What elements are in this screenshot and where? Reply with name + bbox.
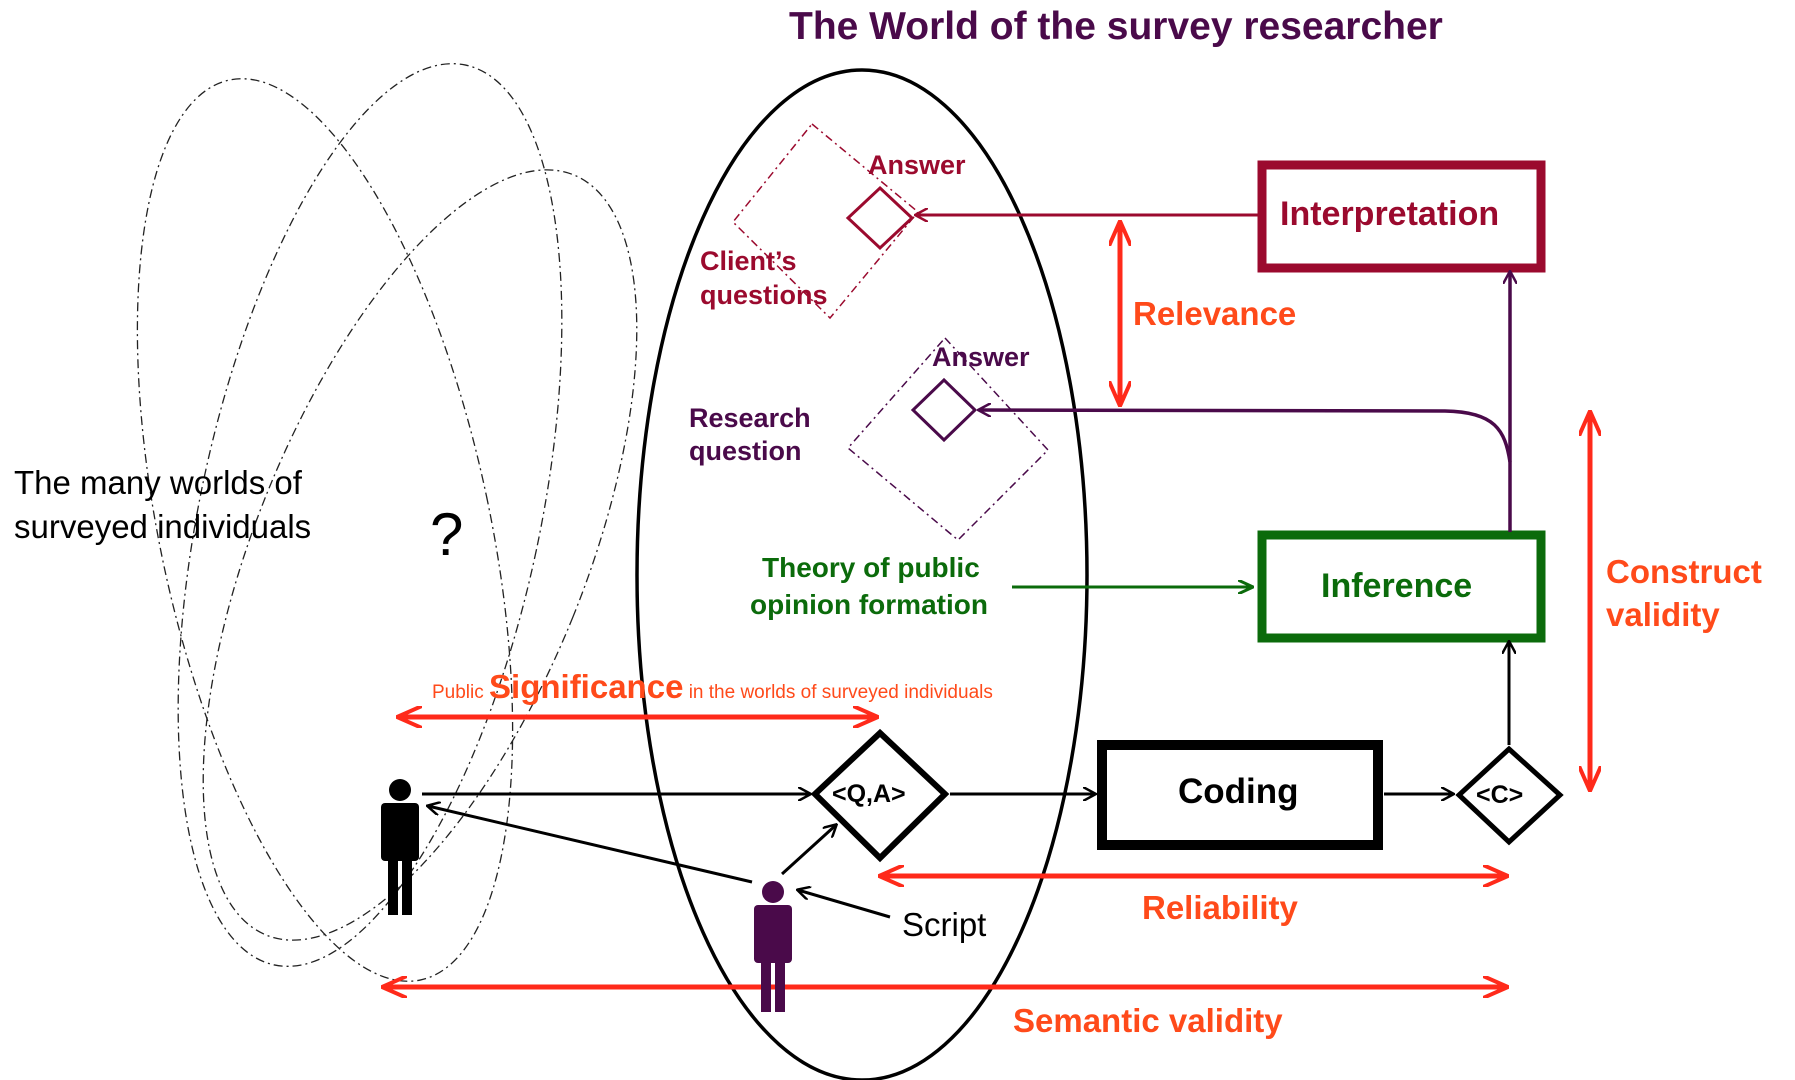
person-icon: [381, 779, 419, 915]
semantic-validity-label: Semantic validity: [1013, 1002, 1283, 1039]
coding-label: Coding: [1178, 772, 1299, 811]
theory-label-line2: opinion formation: [750, 589, 988, 620]
inference-box: [1257, 530, 1546, 643]
significance-main: Significance: [489, 668, 684, 705]
researcher-world-ellipse: [635, 68, 1089, 1080]
c-node-label: <C>: [1476, 781, 1524, 809]
world-ellipse-2: [177, 63, 563, 967]
many-worlds-label-line2: surveyed individuals: [14, 508, 312, 545]
interviewer-icon: [754, 881, 792, 1012]
clients-questions-label-line2: questions: [700, 280, 828, 310]
interviewer-to-qa-arrow: [780, 825, 836, 876]
construct-validity-label-line2: validity: [1606, 596, 1720, 633]
relevance-label: Relevance: [1133, 295, 1297, 332]
research-question-dashed-diamond: [846, 336, 1050, 542]
qa-node-label: <Q,A>: [832, 780, 906, 808]
reliability-label: Reliability: [1142, 889, 1298, 926]
client-answer-diamond: [845, 185, 915, 251]
significance-suffix: in the worlds of surveyed individuals: [683, 682, 993, 703]
research-question-label-line2: question: [689, 436, 802, 466]
interpretation-box: [1257, 160, 1546, 273]
world-ellipse-3: [202, 169, 638, 941]
inference-to-research-answer-arrow: [979, 410, 1512, 463]
client-answer-label: Answer: [868, 150, 966, 180]
significance-label: Public Significance in the worlds of sur…: [432, 668, 993, 706]
theory-label-line1: Theory of public: [762, 552, 980, 583]
qa-diamond: [810, 728, 950, 863]
research-question-label-line1: Research: [689, 403, 811, 433]
script-to-interviewer-arrow: [798, 890, 891, 919]
question-mark-icon: ?: [430, 501, 464, 568]
inference-label: Inference: [1321, 567, 1473, 605]
diagram-title: The World of the survey researcher: [789, 5, 1443, 48]
significance-prefix: Public: [432, 682, 490, 703]
many-worlds-label-line1: The many worlds of: [14, 464, 302, 501]
interviewer-to-person-arrow: [428, 806, 753, 884]
clients-questions-label-line1: Client’s: [700, 246, 797, 276]
research-answer-diamond: [910, 377, 978, 443]
script-label: Script: [902, 906, 987, 943]
c-diamond: [1455, 745, 1564, 846]
research-answer-label: Answer: [932, 342, 1030, 372]
coding-box: [1097, 740, 1383, 850]
clients-questions-dashed-diamond: [731, 122, 920, 320]
construct-validity-label-line1: Construct: [1606, 553, 1762, 590]
interpretation-label: Interpretation: [1280, 195, 1500, 233]
